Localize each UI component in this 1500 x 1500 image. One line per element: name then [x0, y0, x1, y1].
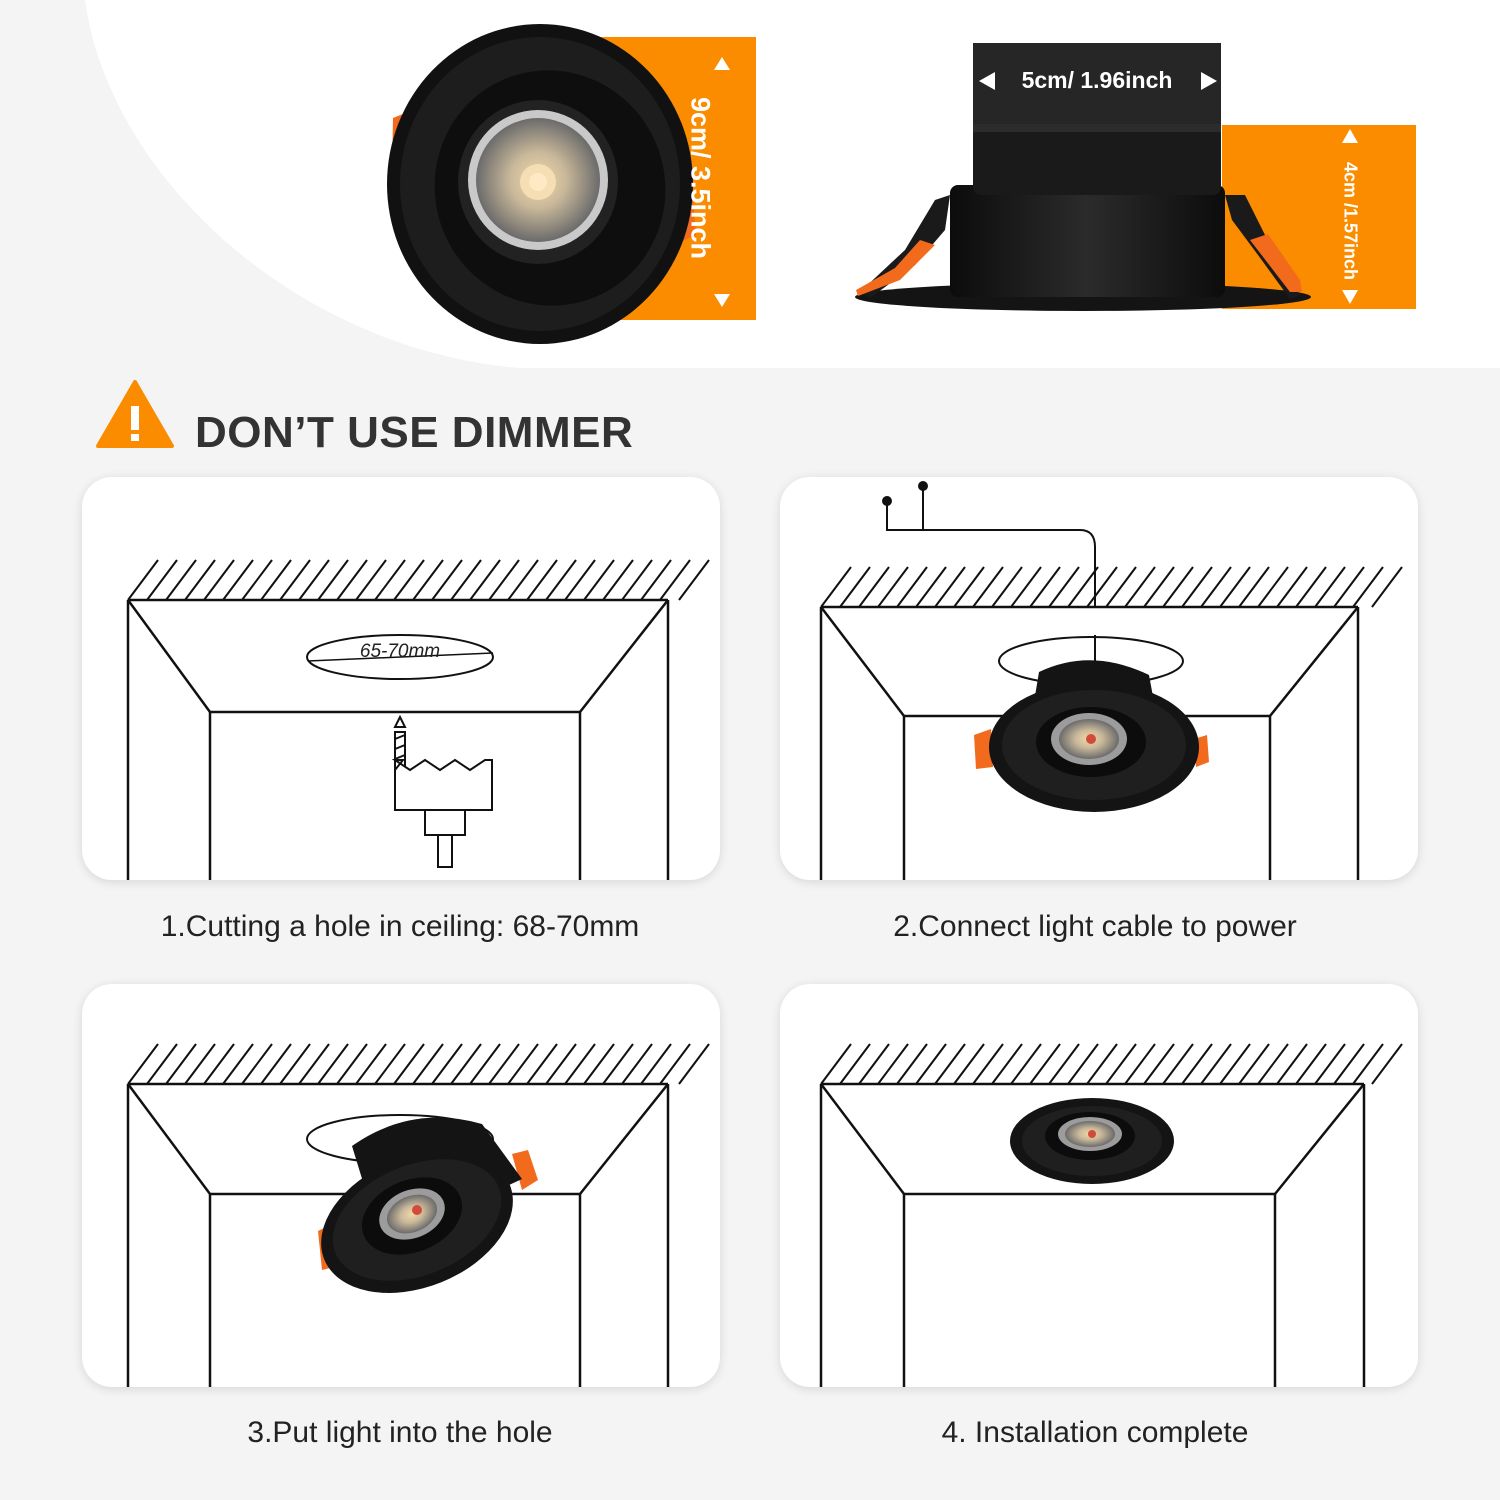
hole-saw-icon — [391, 714, 493, 868]
arrow-up-icon — [1342, 129, 1358, 143]
warning-title: DON’T USE DIMMER — [195, 408, 634, 457]
step-1-illustration — [126, 559, 710, 880]
arrow-up-icon — [714, 57, 730, 70]
step-2-illustration — [819, 481, 1403, 880]
product-hero — [0, 0, 1500, 380]
step-2-caption: 2.Connect light cable to power — [893, 910, 1297, 943]
downlight-side-photo — [855, 43, 1416, 311]
step-2-panel — [780, 477, 1418, 880]
step-3-panel — [82, 984, 720, 1387]
hole-outline — [306, 634, 494, 680]
width-label: 5cm/ 1.96inch — [1021, 67, 1173, 93]
step-3-illustration — [126, 1043, 710, 1387]
downlight-icon — [318, 1117, 538, 1293]
arrow-right-icon — [1201, 72, 1217, 90]
step-4-panel — [780, 984, 1418, 1387]
downlight-front-photo — [387, 24, 756, 344]
hole-size-label: 65-70mm — [359, 641, 441, 662]
step-1-caption: 1.Cutting a hole in ceiling: 68-70mm — [160, 910, 640, 943]
power-cable-icon — [882, 481, 1096, 662]
downlight-icon — [974, 660, 1209, 812]
installed-downlight-icon — [1010, 1098, 1174, 1184]
arrow-down-icon — [714, 294, 730, 307]
step-4-illustration — [819, 1043, 1403, 1387]
arrow-down-icon — [1342, 290, 1358, 304]
step-1-panel: 65-70mm — [82, 477, 720, 880]
step-3-caption: 3.Put light into the hole — [247, 1416, 553, 1449]
arrow-left-icon — [979, 72, 995, 90]
warning-triangle-icon — [96, 380, 174, 448]
step-4-caption: 4. Installation complete — [941, 1416, 1249, 1449]
